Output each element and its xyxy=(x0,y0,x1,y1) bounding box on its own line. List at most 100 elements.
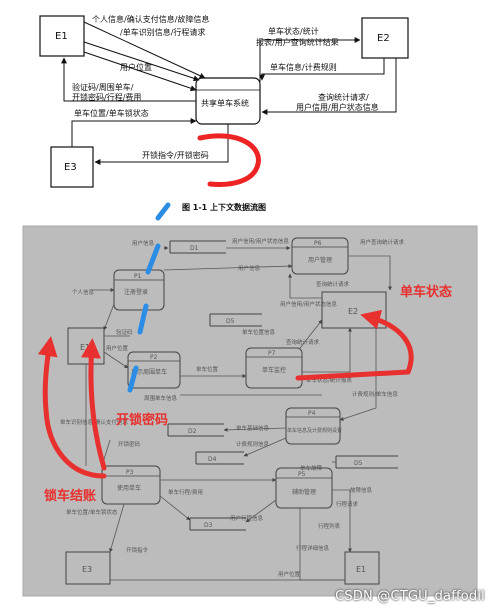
detail-entity-e3-label: E3 xyxy=(82,565,92,574)
store-d1-label: D1 xyxy=(190,245,199,252)
flow-label-e3-sys: 单车位置/单车锁状态 xyxy=(74,108,149,118)
flow-label-e1-sys-2: /单车识别信息/行程请求 xyxy=(120,27,205,37)
store-d5-label: D5 xyxy=(226,318,235,325)
store-d2: D2 xyxy=(167,423,224,437)
detail-flow-label-f29: 用户位置 xyxy=(278,570,301,578)
process-p5-name: 辅助管理 xyxy=(292,488,316,496)
process-p3-name: 使用单车 xyxy=(117,484,141,492)
process-p7: P7 单车监控 xyxy=(245,347,303,389)
top-entity-e3-label: E3 xyxy=(64,162,77,173)
process-p4-name: 单车信息及计费规则设置 xyxy=(287,427,342,434)
detail-flow-label-f24: 故障信息 xyxy=(350,486,373,494)
detail-flow-label-f2: 用户信用/用户状态信息 xyxy=(232,237,289,245)
top-entity-e2 xyxy=(361,17,409,59)
blue-dashed-highlight xyxy=(127,243,161,393)
detail-flow-label-f1: 用户信息 xyxy=(132,239,155,247)
flow-label-e2-sys-info: 单车信息/计费规则 xyxy=(270,62,337,72)
store-d1: D1 xyxy=(169,240,226,254)
watermark: CSDN @CTGU_daffodil xyxy=(335,589,485,604)
top-entity-e2-label: E2 xyxy=(377,33,390,44)
process-p6-name: 用户管理 xyxy=(308,256,332,264)
flow-system-e1 xyxy=(61,57,196,102)
annotation-lock-settle: 锁车结账 xyxy=(44,488,96,504)
red-arrow-lock-settle-inner xyxy=(81,338,107,471)
detail-entity-e1-lower xyxy=(344,551,380,585)
detail-flow-label-f13: 周围单车信息 xyxy=(144,394,178,402)
flow-label-sys-e2-1: 单车状态/统计 xyxy=(268,26,319,36)
red-arrow-bike-state xyxy=(360,309,414,375)
detail-flow-label-f10: 单车位置 xyxy=(196,365,219,373)
flow-e1-system-c xyxy=(83,51,197,92)
detail-flow-label-f19: 计费规则信息 xyxy=(236,440,270,448)
top-entity-e1 xyxy=(39,15,85,57)
flow-label-sys-e1-2: 开锁密码/行程/费用 xyxy=(72,92,141,102)
detail-flow-label-f18: 单车基础信息 xyxy=(236,424,270,432)
detail-flow-label-f26: 行程列表 xyxy=(318,522,341,530)
annotation-unlock-code: 开锁密码 xyxy=(116,412,168,428)
red-line-bike-state xyxy=(295,369,411,381)
flow-label-e2-sys-q2: 用户信用/用户状态信息 xyxy=(296,102,379,112)
detail-flow-lines xyxy=(85,246,392,581)
process-p2-number: P2 xyxy=(150,354,158,361)
store-d5-right-label: D5 xyxy=(354,460,363,467)
process-p7-number: P7 xyxy=(268,350,276,357)
top-caption: 图 1-1 上下文数据流图 xyxy=(182,202,266,212)
detail-flow-label-f12: 查询统计请求 xyxy=(286,338,320,346)
process-p6-number: P6 xyxy=(314,240,322,247)
top-system-label: 共享单车系统 xyxy=(201,98,249,108)
detail-flow-label-f22: 用户行程信息 xyxy=(230,514,264,522)
flow-label-sys-e1-1: 验证码/周围单车/ xyxy=(72,82,134,92)
flow-e3-system xyxy=(71,118,197,147)
detail-flow-label-f11: 单车位置信息 xyxy=(242,328,276,336)
detail-flow-label-f9: 用户位置 xyxy=(106,344,129,352)
detail-flow-label-f23: 单车故障 xyxy=(300,464,323,472)
process-p2: P2 显示周围单车 xyxy=(127,351,181,389)
context-diagram: E1 E2 E3 共享单车系统 个人信息/确认支付信息/故障信息 /单车识别信息… xyxy=(0,0,499,225)
flow-system-e2 xyxy=(259,37,361,82)
flow-label-e1-sys-3: 用户位置 xyxy=(120,62,152,72)
annotation-bike-state: 单车状态 xyxy=(400,284,452,300)
flow-e2-system-a xyxy=(259,58,385,81)
flow-label-sys-e2-2: 报表/用户查询统计结果 xyxy=(256,37,339,47)
flow-label-e2-sys-q1: 查询统计请求/ xyxy=(318,92,369,102)
process-p4: P4 单车信息及计费规则设置 xyxy=(285,407,342,445)
red-arrow-lock-settle-outer xyxy=(37,336,107,479)
store-d5: D5 xyxy=(209,313,262,327)
process-p5: P5 辅助管理 xyxy=(275,467,333,509)
detail-entity-e2 xyxy=(321,291,387,329)
process-p3: P3 使用单车 xyxy=(101,465,161,505)
top-entity-e1-label: E1 xyxy=(55,31,68,42)
detail-flow-label-f3: 用户查询统计请求 xyxy=(360,238,405,246)
detail-flow-label-f21: 单车行程/费用 xyxy=(168,488,203,496)
detail-flow-label-f7: 个人信息 xyxy=(72,288,95,296)
detail-flow-label-f14: 单车状态/统计报表 xyxy=(306,376,352,384)
detail-flow-label-f5: 查询统计请求 xyxy=(316,280,350,288)
blue-highlight-mark xyxy=(155,202,171,221)
photo-background xyxy=(23,226,477,596)
detail-flow-label-f27: 行程详细信息 xyxy=(296,544,330,552)
store-d4: D4 xyxy=(195,451,244,465)
process-p4-number: P4 xyxy=(308,410,316,417)
store-d4-label: D4 xyxy=(208,456,217,463)
detail-entity-e2-label: E2 xyxy=(348,307,358,316)
detail-flow-label-f15: 计费规则/单车信息 xyxy=(352,390,398,398)
detail-entity-e1-lower-label: E1 xyxy=(356,565,366,574)
detail-flow-label-f6: 用户信用/用户状态信息 xyxy=(280,300,337,308)
detail-flow-label-f17: 开锁密码 xyxy=(118,440,141,448)
process-p2-name: 显示周围单车 xyxy=(131,368,167,376)
detail-flow-label-f4: 用户信息 xyxy=(238,264,261,272)
detail-flow-label-f25: 行程请求 xyxy=(336,500,359,508)
process-p5-number: P5 xyxy=(298,471,306,478)
detail-entity-e3 xyxy=(65,551,111,585)
flow-label-e1-sys-1: 个人信息/确认支付信息/故障信息 xyxy=(92,14,209,24)
detailed-diagram-photo: E1 E2 E3 E1 P1 注册登录 P2 显示周围单车 P3 使用单车 xyxy=(22,225,478,597)
detail-entity-e1-label: E1 xyxy=(80,343,90,352)
process-p7-name: 单车监控 xyxy=(262,366,286,374)
store-d3: D3 xyxy=(189,517,246,531)
process-p3-number: P3 xyxy=(126,469,134,476)
flow-e2-system-b xyxy=(261,58,397,115)
process-p1-name: 注册登录 xyxy=(124,288,148,296)
detail-flow-label-f20: 单车位置/单车锁状态 xyxy=(66,508,118,516)
store-d3-label: D3 xyxy=(204,522,213,529)
